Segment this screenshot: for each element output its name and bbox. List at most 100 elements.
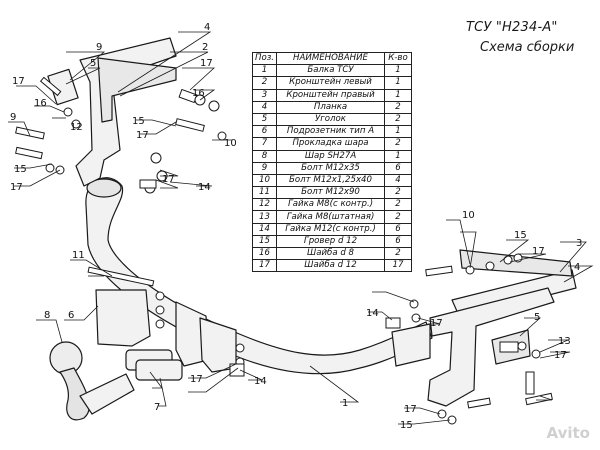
cell-name: Гайка М8(с контр.): [276, 198, 385, 212]
callout-5b: 5: [534, 312, 540, 323]
socket-holder-part: [95, 289, 151, 347]
cell-pos: 16: [251, 246, 278, 261]
callout-9a: 9: [96, 42, 102, 53]
callout-15c: 15: [514, 230, 527, 241]
cell-name: Планка: [276, 100, 385, 114]
cell-name: Прокладка шара: [276, 137, 385, 151]
callout-17h: 17: [554, 350, 567, 361]
cell-qty: 1: [384, 88, 412, 102]
right-bracket-part: [427, 287, 555, 407]
cell-qty: 2: [384, 198, 412, 212]
cell-pos: 15: [251, 234, 278, 249]
cell-name: Кронштейн левый: [276, 76, 385, 90]
callout-6: 6: [68, 310, 74, 321]
cell-pos: 10: [251, 173, 278, 188]
cell-qty: 4: [384, 173, 412, 188]
callout-5a: 5: [90, 58, 96, 69]
right-plate-upper: [459, 249, 573, 277]
cell-pos: 14: [251, 222, 278, 236]
callout-4b: 4: [574, 262, 580, 273]
callout-14c: 14: [254, 376, 267, 387]
cell-pos: 4: [251, 100, 278, 114]
cell-qty: 1: [384, 76, 412, 90]
drawing-subtitle: Схема сборки: [480, 40, 575, 55]
callout-10b: 10: [462, 210, 475, 221]
ball-arm: [79, 373, 135, 415]
callout-15d: 15: [400, 420, 413, 431]
cell-pos: 11: [251, 186, 278, 200]
callout-1: 1: [342, 398, 348, 409]
cell-pos: 2: [251, 76, 278, 90]
callout-10a: 10: [224, 138, 237, 149]
left-plate-part: [97, 57, 177, 123]
cell-qty: 2: [384, 112, 412, 127]
callout-16: 16: [34, 98, 47, 109]
callout-17g: 17: [430, 318, 443, 329]
cell-name: Шайба d 8: [276, 246, 385, 261]
table-header-row: Поз. НАИМЕНОВАНИЕ К-во: [251, 51, 412, 66]
callout-17j: 17: [404, 404, 417, 415]
callout-15b: 15: [132, 116, 145, 127]
cell-qty: 2: [384, 210, 412, 224]
cell-pos: 6: [251, 125, 278, 139]
cell-qty: 2: [384, 100, 412, 114]
cell-qty: 1: [384, 149, 412, 163]
cell-name: Балка ТСУ: [276, 64, 385, 78]
cell-pos: 7: [251, 137, 278, 151]
callout-4a: 4: [204, 22, 210, 33]
callout-17f: 17: [532, 246, 545, 257]
cell-name: Подрозетник тип А: [276, 125, 385, 139]
cell-qty: 6: [384, 161, 412, 175]
cell-name: Шайба d 12: [276, 259, 385, 273]
callout-17i: 17: [190, 374, 203, 385]
callout-labels: 9 5 4 2 17 17 16 12 9 15 17 15 17 16 10 …: [10, 22, 582, 431]
callout-16b: 16: [192, 88, 205, 99]
cell-name: Кронштейн правый: [276, 88, 385, 102]
cell-pos: 3: [251, 88, 278, 102]
drawing-title: ТСУ "H234-A": [466, 20, 558, 35]
callout-17d: 17: [136, 130, 149, 141]
cell-name: Болт М12х1,25х40: [276, 173, 385, 188]
cell-pos: 1: [251, 64, 278, 78]
cell-name: Гайка М8(штатная): [276, 210, 385, 224]
callout-17c: 17: [10, 182, 23, 193]
cell-pos: 9: [251, 161, 278, 175]
cell-name: Гайка М12(с контр.): [276, 222, 385, 236]
header-qty: К-во: [384, 51, 412, 66]
right-mount-plate: [391, 323, 431, 367]
header-pos: Поз.: [251, 51, 278, 66]
watermark: Avito: [546, 424, 590, 442]
cell-name: Болт М12х35: [276, 161, 385, 175]
cell-pos: 5: [251, 112, 278, 127]
callout-17e: 17: [162, 174, 175, 185]
cell-qty: 2: [384, 137, 412, 151]
cell-qty: 1: [384, 125, 412, 139]
cell-qty: 6: [384, 222, 412, 236]
cell-pos: 8: [251, 149, 278, 163]
cell-qty: 2: [384, 186, 412, 200]
callout-14b: 14: [366, 308, 379, 319]
spacer-part-b: [135, 359, 183, 381]
cell-name: Уголок: [276, 112, 385, 127]
cell-qty: 17: [384, 259, 412, 273]
callout-7: 7: [154, 402, 160, 413]
cell-qty: 6: [384, 234, 412, 249]
cell-qty: 2: [384, 246, 412, 261]
callout-15a: 15: [14, 164, 27, 175]
cell-pos: 12: [251, 198, 278, 212]
callout-8: 8: [44, 310, 50, 321]
